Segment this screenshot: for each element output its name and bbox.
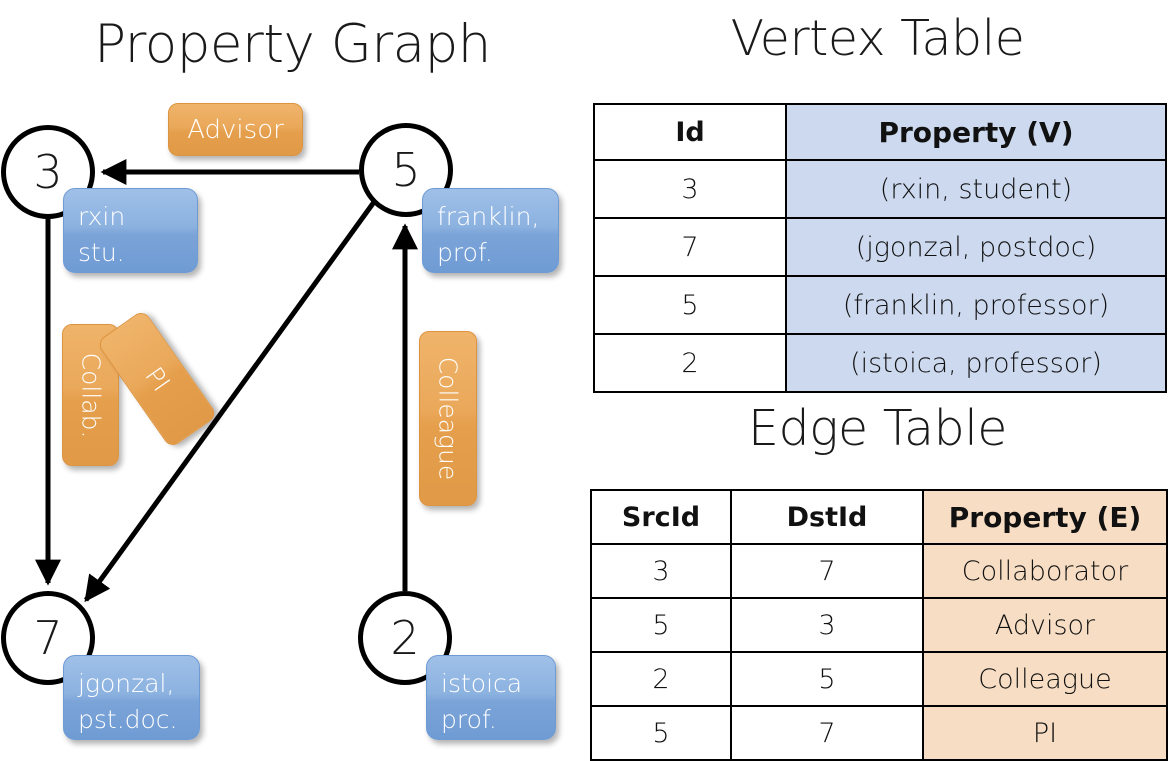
edge-cell-srcid: 3 bbox=[590, 543, 732, 599]
vertex-property-2-line2: prof. bbox=[441, 704, 497, 734]
edge-cell-property: Collaborator bbox=[922, 543, 1168, 599]
edge-table-header-row: SrcId DstId Property (E) bbox=[590, 489, 1168, 545]
edge-label-advisor-text: Advisor bbox=[187, 114, 284, 145]
vertex-property-box-7: jgonzal, pst.doc. bbox=[63, 655, 200, 740]
page-title-property-graph: Property Graph bbox=[94, 14, 491, 75]
vertex-property-3-line1: rxin bbox=[78, 202, 126, 231]
edge-cell-srcid: 5 bbox=[590, 705, 732, 761]
table-row: 7 (jgonzal, postdoc) bbox=[593, 217, 1167, 277]
table-row: 2 5 Colleague bbox=[590, 651, 1168, 707]
edge-cell-srcid: 5 bbox=[590, 597, 732, 653]
vertex-node-3: 3 bbox=[1, 125, 95, 219]
vertex-cell-property: (franklin, professor) bbox=[785, 275, 1167, 335]
edge-table-header-srcid: SrcId bbox=[590, 489, 732, 545]
vertex-table-header-property: Property (V) bbox=[785, 103, 1167, 161]
edge-label-advisor: Advisor bbox=[168, 103, 303, 156]
vertex-property-box-2: istoica prof. bbox=[426, 655, 556, 740]
edge-cell-dstid: 3 bbox=[730, 597, 924, 653]
edge-label-pi-text: PI bbox=[138, 361, 176, 397]
edge-table: SrcId DstId Property (E) 3 7 Collaborato… bbox=[590, 489, 1168, 761]
vertex-table: Id Property (V) 3 (rxin, student) 7 (jgo… bbox=[593, 103, 1167, 393]
vertex-table-header-id: Id bbox=[593, 103, 787, 161]
edge-label-collab-text: Collab. bbox=[76, 352, 105, 438]
page-title-vertex-table: Vertex Table bbox=[730, 10, 1025, 67]
vertex-property-7-line1: jgonzal, bbox=[78, 669, 175, 698]
table-row: 3 7 Collaborator bbox=[590, 543, 1168, 599]
edge-cell-srcid: 2 bbox=[590, 651, 732, 707]
vertex-property-3-line2: stu. bbox=[78, 237, 125, 267]
vertex-node-2: 2 bbox=[358, 591, 452, 685]
vertex-cell-id: 3 bbox=[593, 159, 787, 219]
table-row: 3 (rxin, student) bbox=[593, 159, 1167, 219]
graph-edges-svg bbox=[35, 159, 418, 603]
vertex-cell-id: 7 bbox=[593, 217, 787, 277]
vertex-property-box-5: franklin, prof. bbox=[422, 188, 559, 273]
vertex-property-7-line2: pst.doc. bbox=[78, 704, 178, 734]
edge-cell-property: PI bbox=[922, 705, 1168, 761]
table-row: 5 3 Advisor bbox=[590, 597, 1168, 653]
edge-cell-dstid: 7 bbox=[730, 543, 924, 599]
vertex-property-5-line2: prof. bbox=[437, 237, 493, 267]
edge-cell-property: Colleague bbox=[922, 651, 1168, 707]
table-row: 5 (franklin, professor) bbox=[593, 275, 1167, 335]
edge-cell-property: Advisor bbox=[922, 597, 1168, 653]
vertex-node-2-id: 2 bbox=[390, 611, 420, 665]
edge-5-to-7-pi bbox=[83, 200, 377, 603]
property-graph-panel: Property Graph Advisor Collab. PI Collea… bbox=[0, 0, 585, 760]
vertex-cell-property: (jgonzal, postdoc) bbox=[785, 217, 1167, 277]
vertex-node-7-id: 7 bbox=[33, 611, 63, 665]
table-row: 2 (istoica, professor) bbox=[593, 333, 1167, 393]
table-row: 5 7 PI bbox=[590, 705, 1168, 761]
vertex-property-5-line1: franklin, bbox=[437, 202, 540, 231]
edge-label-colleague-text: Colleague bbox=[433, 356, 463, 481]
vertex-cell-id: 5 bbox=[593, 275, 787, 335]
edge-table-header-dstid: DstId bbox=[730, 489, 924, 545]
edge-table-header-property: Property (E) bbox=[922, 489, 1168, 545]
vertex-table-header-row: Id Property (V) bbox=[593, 103, 1167, 161]
edge-label-colleague: Colleague bbox=[419, 331, 477, 506]
vertex-cell-id: 2 bbox=[593, 333, 787, 393]
vertex-node-3-id: 3 bbox=[33, 145, 63, 199]
vertex-cell-property: (rxin, student) bbox=[785, 159, 1167, 219]
edge-cell-dstid: 5 bbox=[730, 651, 924, 707]
vertex-node-5-id: 5 bbox=[391, 143, 421, 197]
vertex-property-2-line1: istoica bbox=[441, 669, 523, 698]
vertex-cell-property: (istoica, professor) bbox=[785, 333, 1167, 393]
page-title-edge-table: Edge Table bbox=[748, 400, 1007, 457]
vertex-property-box-3: rxin stu. bbox=[63, 188, 198, 273]
edge-cell-dstid: 7 bbox=[730, 705, 924, 761]
